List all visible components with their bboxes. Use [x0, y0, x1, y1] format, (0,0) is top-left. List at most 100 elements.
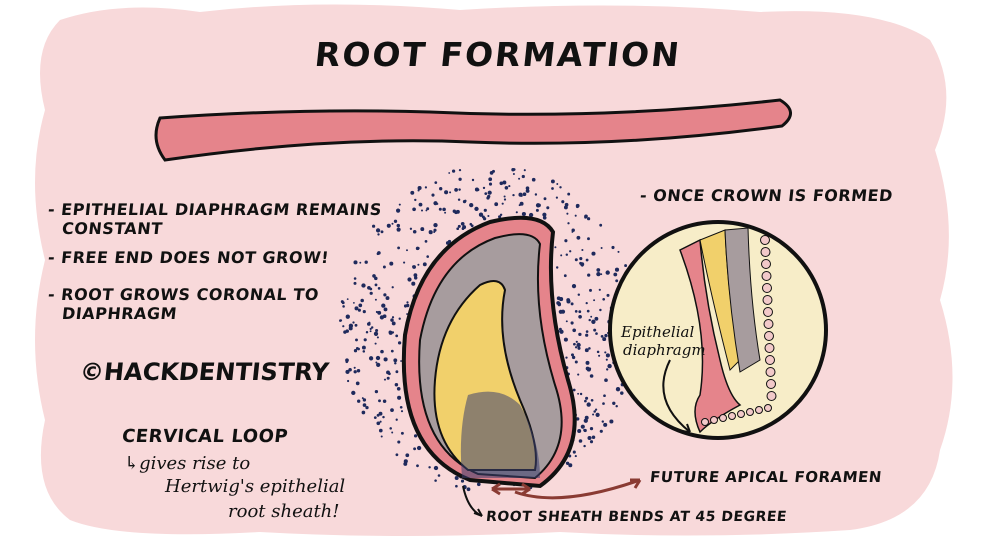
mesenchyme-dot — [452, 209, 456, 213]
mesenchyme-dot — [567, 192, 571, 196]
mesenchyme-dot — [368, 356, 374, 361]
note-line-5: DIAPHRAGM — [61, 304, 179, 323]
mesenchyme-dot — [488, 182, 493, 186]
mesenchyme-dot — [458, 177, 462, 181]
mesenchyme-dot — [604, 333, 608, 338]
mesenchyme-dot — [593, 328, 597, 332]
mesenchyme-dot — [603, 394, 606, 398]
mesenchyme-dot — [591, 251, 596, 256]
mesenchyme-dot — [594, 408, 598, 411]
mesenchyme-dot — [343, 330, 347, 334]
mesenchyme-dot — [589, 426, 594, 431]
mesenchyme-dot — [400, 431, 404, 435]
zoom-gray-layer — [724, 227, 761, 373]
zoom-cell — [766, 391, 777, 401]
mesenchyme-dot — [586, 217, 591, 221]
mesenchyme-dot — [501, 202, 504, 205]
mesenchyme-dot — [586, 402, 591, 407]
mesenchyme-dot — [428, 466, 431, 469]
mesenchyme-dot — [383, 378, 387, 381]
mesenchyme-dot — [391, 331, 395, 334]
mesenchyme-dot — [494, 202, 499, 207]
mesenchyme-dot — [345, 360, 349, 364]
mesenchyme-dot — [504, 186, 509, 190]
mesenchyme-dot — [369, 330, 372, 333]
mesenchyme-dot — [576, 417, 580, 421]
mesenchyme-dot — [412, 265, 415, 268]
zoom-cell — [760, 235, 770, 245]
mesenchyme-dot — [555, 196, 558, 199]
mesenchyme-dot — [587, 273, 591, 277]
mesenchyme-dot — [577, 428, 582, 434]
mesenchyme-dot — [380, 349, 384, 354]
mesenchyme-dot — [542, 215, 547, 220]
mesenchyme-dot — [585, 366, 590, 371]
papilla-core — [460, 391, 540, 478]
mesenchyme-dot — [437, 474, 441, 477]
mesenchyme-dot — [444, 190, 449, 195]
zoom-cell — [764, 404, 772, 412]
mesenchyme-dot — [612, 401, 616, 405]
mesenchyme-dot — [380, 435, 383, 438]
mesenchyme-dot — [546, 206, 550, 210]
mesenchyme-dot — [375, 328, 379, 333]
mesenchyme-dot — [578, 314, 582, 319]
mesenchyme-dot — [382, 399, 387, 404]
mesenchyme-dot — [577, 373, 580, 376]
mesenchyme-dot — [574, 258, 578, 262]
mesenchyme-dot — [376, 362, 381, 368]
mesenchyme-dot — [563, 337, 568, 342]
mesenchyme-dot — [587, 237, 590, 241]
mesenchyme-dot — [596, 271, 601, 277]
mesenchyme-dot — [390, 349, 394, 353]
mesenchyme-dot — [385, 296, 390, 301]
mesenchyme-dot — [382, 415, 385, 419]
mesenchyme-dot — [356, 368, 361, 373]
mesenchyme-dot — [378, 428, 383, 433]
mesenchyme-dot — [386, 370, 390, 375]
mesenchyme-dot — [576, 235, 581, 240]
mesenchyme-dot — [583, 418, 588, 423]
mesenchyme-dot — [383, 293, 387, 297]
mesenchyme-dot — [574, 346, 578, 349]
mesenchyme-dot — [602, 402, 605, 405]
mesenchyme-dot — [434, 181, 438, 184]
mesenchyme-dot — [585, 396, 589, 400]
mesenchyme-dot — [357, 399, 361, 403]
mesenchyme-dot — [375, 361, 378, 364]
mesenchyme-dot — [569, 250, 572, 253]
mesenchyme-dot — [469, 202, 474, 208]
note-line-2: CONSTANT — [61, 219, 164, 238]
mesenchyme-dot — [615, 279, 619, 283]
zoom-cell — [728, 412, 736, 420]
mesenchyme-dot — [564, 202, 569, 207]
mesenchyme-dot — [391, 222, 394, 225]
mesenchyme-dot — [422, 262, 427, 267]
mesenchyme-dot — [457, 198, 461, 201]
mesenchyme-dot — [365, 405, 369, 410]
mesenchyme-dot — [412, 229, 417, 234]
mesenchyme-dot — [561, 200, 565, 204]
mesenchyme-dot — [600, 335, 604, 338]
mesenchyme-dot — [555, 266, 559, 269]
gives-rise-line-3: root sheath! — [228, 501, 340, 522]
mesenchyme-dot — [374, 342, 377, 345]
zoom-cell — [763, 319, 774, 329]
mesenchyme-dot — [584, 348, 589, 353]
mesenchyme-dot — [489, 171, 494, 175]
mesenchyme-dot — [570, 321, 574, 325]
mesenchyme-dot — [577, 392, 580, 395]
mesenchyme-dot — [565, 356, 568, 359]
mesenchyme-dot — [410, 190, 415, 195]
mesenchyme-dot — [599, 308, 602, 312]
mesenchyme-dot — [360, 298, 364, 303]
mesenchyme-dot — [339, 319, 342, 322]
mesenchyme-dot — [403, 261, 406, 264]
mesenchyme-dot — [447, 239, 452, 244]
mesenchyme-dot — [512, 172, 515, 176]
mesenchyme-dot — [395, 370, 399, 374]
mesenchyme-dot — [354, 306, 359, 311]
mesenchyme-dot — [503, 198, 507, 201]
mesenchyme-dot — [394, 382, 399, 387]
mesenchyme-dot — [434, 479, 437, 482]
